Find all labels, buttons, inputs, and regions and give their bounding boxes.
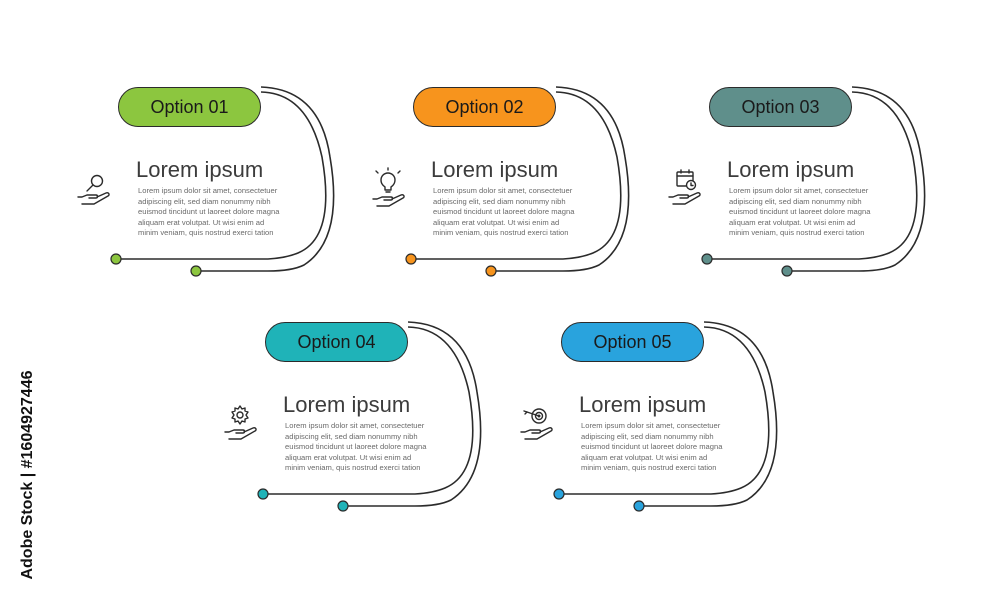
description-line: aliquam erat volutpat. Ut wisi enim ad [138, 217, 265, 227]
start-dot [257, 488, 269, 500]
description-line: adipiscing elit, sed diam nonummy nibh [729, 196, 862, 206]
description-line: minim veniam, quis nostrud exerci tation [285, 463, 421, 473]
search-hand-icon [76, 167, 112, 207]
description-line: minim veniam, quis nostrud exerci tation [138, 228, 274, 238]
description-line: adipiscing elit, sed diam nonummy nibh [433, 196, 566, 206]
option-label-pill: Option 01 [118, 87, 261, 127]
option-description: Lorem ipsum dolor sit amet, consectetuer… [729, 186, 871, 239]
description-line: adipiscing elit, sed diam nonummy nibh [581, 431, 714, 441]
option-title: Lorem ipsum [283, 392, 411, 417]
description-line: minim veniam, quis nostrud exerci tation [729, 228, 865, 238]
option-description: Lorem ipsum dolor sit amet, consectetuer… [285, 421, 427, 474]
option-label-pill: Option 04 [265, 322, 408, 362]
option-title: Lorem ipsum [579, 392, 707, 417]
connector-arcs [701, 86, 926, 277]
stock-watermark: Adobe Stock | #1604927446 [19, 370, 36, 580]
start-dot [553, 488, 565, 500]
connector-arcs [553, 321, 778, 512]
end-dot [485, 265, 497, 277]
option-description: Lorem ipsum dolor sit amet, consectetuer… [433, 186, 575, 239]
end-dot [633, 500, 645, 512]
inner-connector-line [707, 91, 918, 260]
lightbulb-hand-icon [371, 167, 407, 207]
description-line: minim veniam, quis nostrud exerci tation [433, 228, 569, 238]
option-label-pill: Option 05 [561, 322, 704, 362]
description-line: euismod tincidunt ut laoreet dolore magn… [285, 442, 427, 452]
option-description: Lorem ipsum dolor sit amet, consectetuer… [581, 421, 723, 474]
description-line: euismod tincidunt ut laoreet dolore magn… [581, 442, 723, 452]
description-line: aliquam erat volutpat. Ut wisi enim ad [285, 452, 412, 462]
description-line: euismod tincidunt ut laoreet dolore magn… [138, 207, 280, 217]
end-dot [190, 265, 202, 277]
outer-connector-line [343, 321, 482, 507]
description-line: aliquam erat volutpat. Ut wisi enim ad [581, 452, 708, 462]
option-label-pill: Option 03 [709, 87, 852, 127]
description-line: adipiscing elit, sed diam nonummy nibh [285, 431, 418, 441]
start-dot [405, 253, 417, 265]
inner-connector-line [263, 326, 474, 495]
description-line: Lorem ipsum dolor sit amet, consectetuer [433, 186, 573, 195]
option-label-pill: Option 02 [413, 87, 556, 127]
description-line: euismod tincidunt ut laoreet dolore magn… [729, 207, 871, 217]
gear-hand-icon [223, 402, 259, 442]
description-line: minim veniam, quis nostrud exerci tation [581, 463, 717, 473]
description-line: Lorem ipsum dolor sit amet, consectetuer [729, 186, 869, 195]
inner-connector-line [116, 91, 327, 260]
outer-connector-line [639, 321, 778, 507]
end-dot [337, 500, 349, 512]
outer-connector-line [491, 86, 630, 272]
option-description: Lorem ipsum dolor sit amet, consectetuer… [138, 186, 280, 239]
outer-connector-line [196, 86, 335, 272]
start-dot [110, 253, 122, 265]
connector-arcs [257, 321, 482, 512]
inner-connector-line [411, 91, 622, 260]
option-title: Lorem ipsum [431, 157, 559, 182]
outer-connector-line [787, 86, 926, 272]
description-line: euismod tincidunt ut laoreet dolore magn… [433, 207, 575, 217]
connector-arcs [110, 86, 335, 277]
calendar-hand-icon [667, 167, 703, 207]
description-line: Lorem ipsum dolor sit amet, consectetuer [581, 421, 721, 430]
target-hand-icon [519, 402, 555, 442]
option-title: Lorem ipsum [727, 157, 855, 182]
description-line: Lorem ipsum dolor sit amet, consectetuer [285, 421, 425, 430]
connector-arcs [405, 86, 630, 277]
start-dot [701, 253, 713, 265]
description-line: aliquam erat volutpat. Ut wisi enim ad [433, 217, 560, 227]
description-line: Lorem ipsum dolor sit amet, consectetuer [138, 186, 278, 195]
description-line: adipiscing elit, sed diam nonummy nibh [138, 196, 271, 206]
inner-connector-line [559, 326, 770, 495]
option-title: Lorem ipsum [136, 157, 264, 182]
end-dot [781, 265, 793, 277]
description-line: aliquam erat volutpat. Ut wisi enim ad [729, 217, 856, 227]
